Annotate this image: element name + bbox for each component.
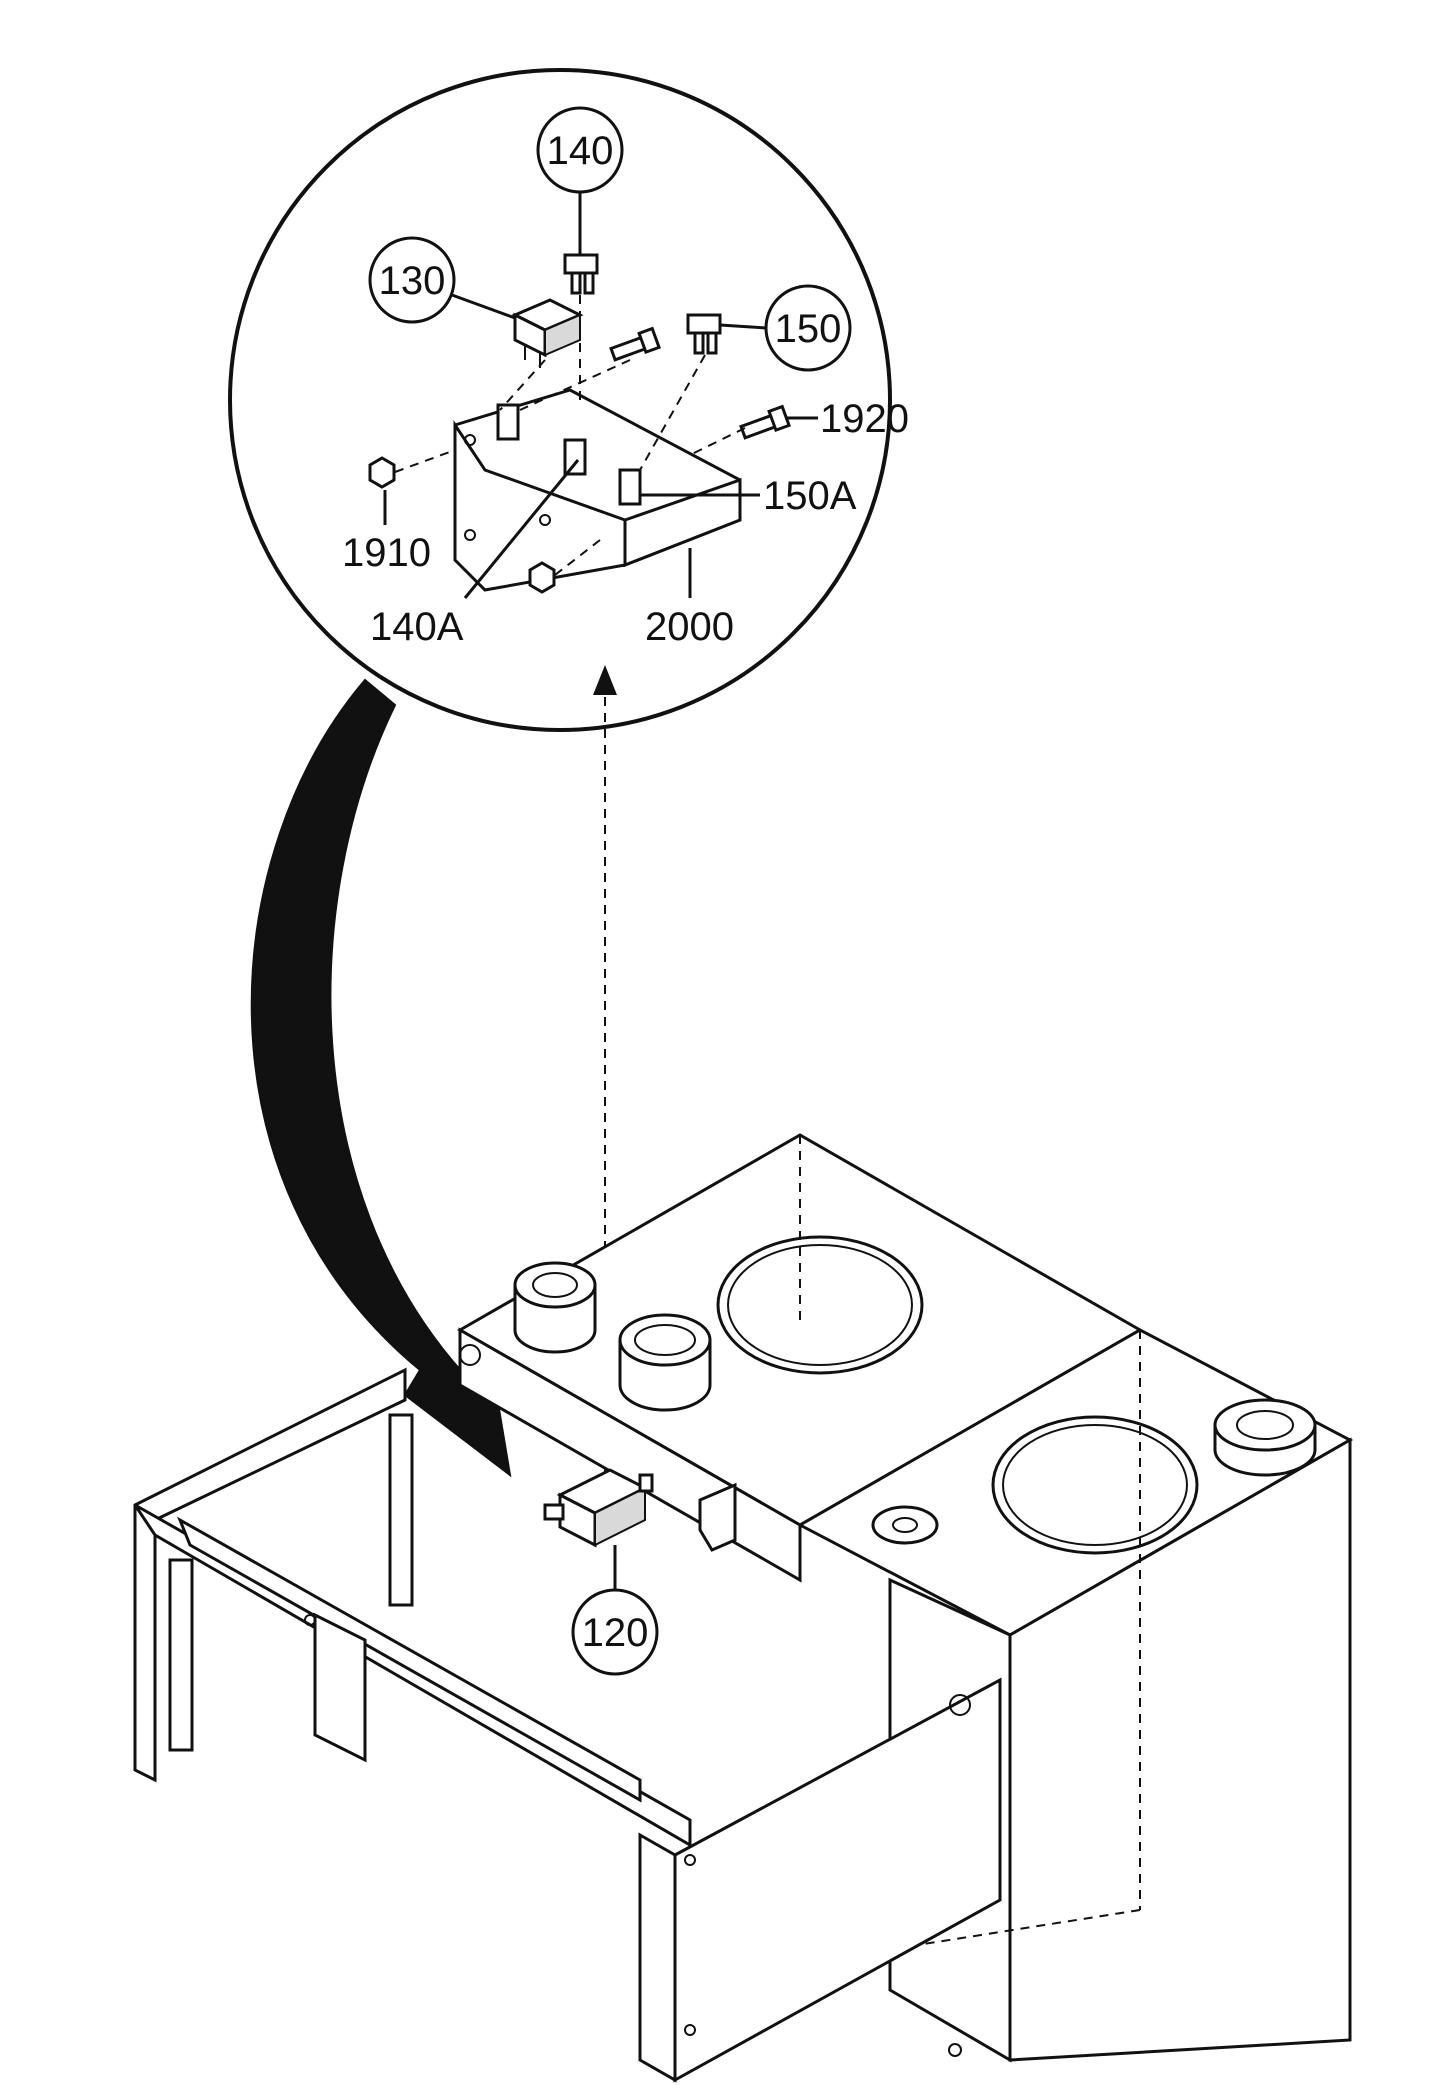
callout-120: 120 [571,1545,659,1676]
label-140A-text: 140A [370,605,464,649]
screw-1920-a [609,326,661,362]
callout-150: 150 [719,284,852,372]
assembly-dashed-lines [394,295,746,576]
top-port-cylinder [513,1261,597,1354]
threaded-port [618,1313,712,1412]
nut-1910-b [528,561,556,594]
relay-130 [511,298,584,368]
top-opening-ring-left [716,1235,924,1375]
label-150A: 150A [640,474,857,518]
small-top-fitting [871,1505,939,1545]
curved-pointer-arrow [250,678,512,1478]
callout-120-label: 120 [582,1611,649,1655]
label-140A: 140A [370,459,580,649]
main-assembly [133,1133,1354,2083]
mounting-bracket-2000 [453,388,742,592]
callout-150-label: 150 [775,307,842,351]
screw-1920-b [739,404,791,440]
label-1920-text: 1920 [820,397,909,441]
label-1910: 1910 [342,490,431,575]
label-1920: 1920 [785,397,909,441]
label-1910-text: 1910 [342,531,431,575]
callout-130-label: 130 [379,259,446,303]
fuse-150 [686,313,722,355]
circuit-breaker-120 [543,1468,654,1548]
right-top-port [1213,1398,1317,1477]
callout-140: 140 [536,106,624,255]
panel-holes [304,1344,971,2057]
callout-130: 130 [368,236,516,324]
detail-leader-arrowhead [593,665,617,695]
callout-140-label: 140 [547,129,614,173]
fuse-140 [563,253,599,295]
top-opening-ring-right [991,1415,1199,1555]
label-2000: 2000 [645,548,734,649]
nut-1910-a [368,456,396,489]
label-150A-text: 150A [763,474,857,518]
label-2000-text: 2000 [645,605,734,649]
